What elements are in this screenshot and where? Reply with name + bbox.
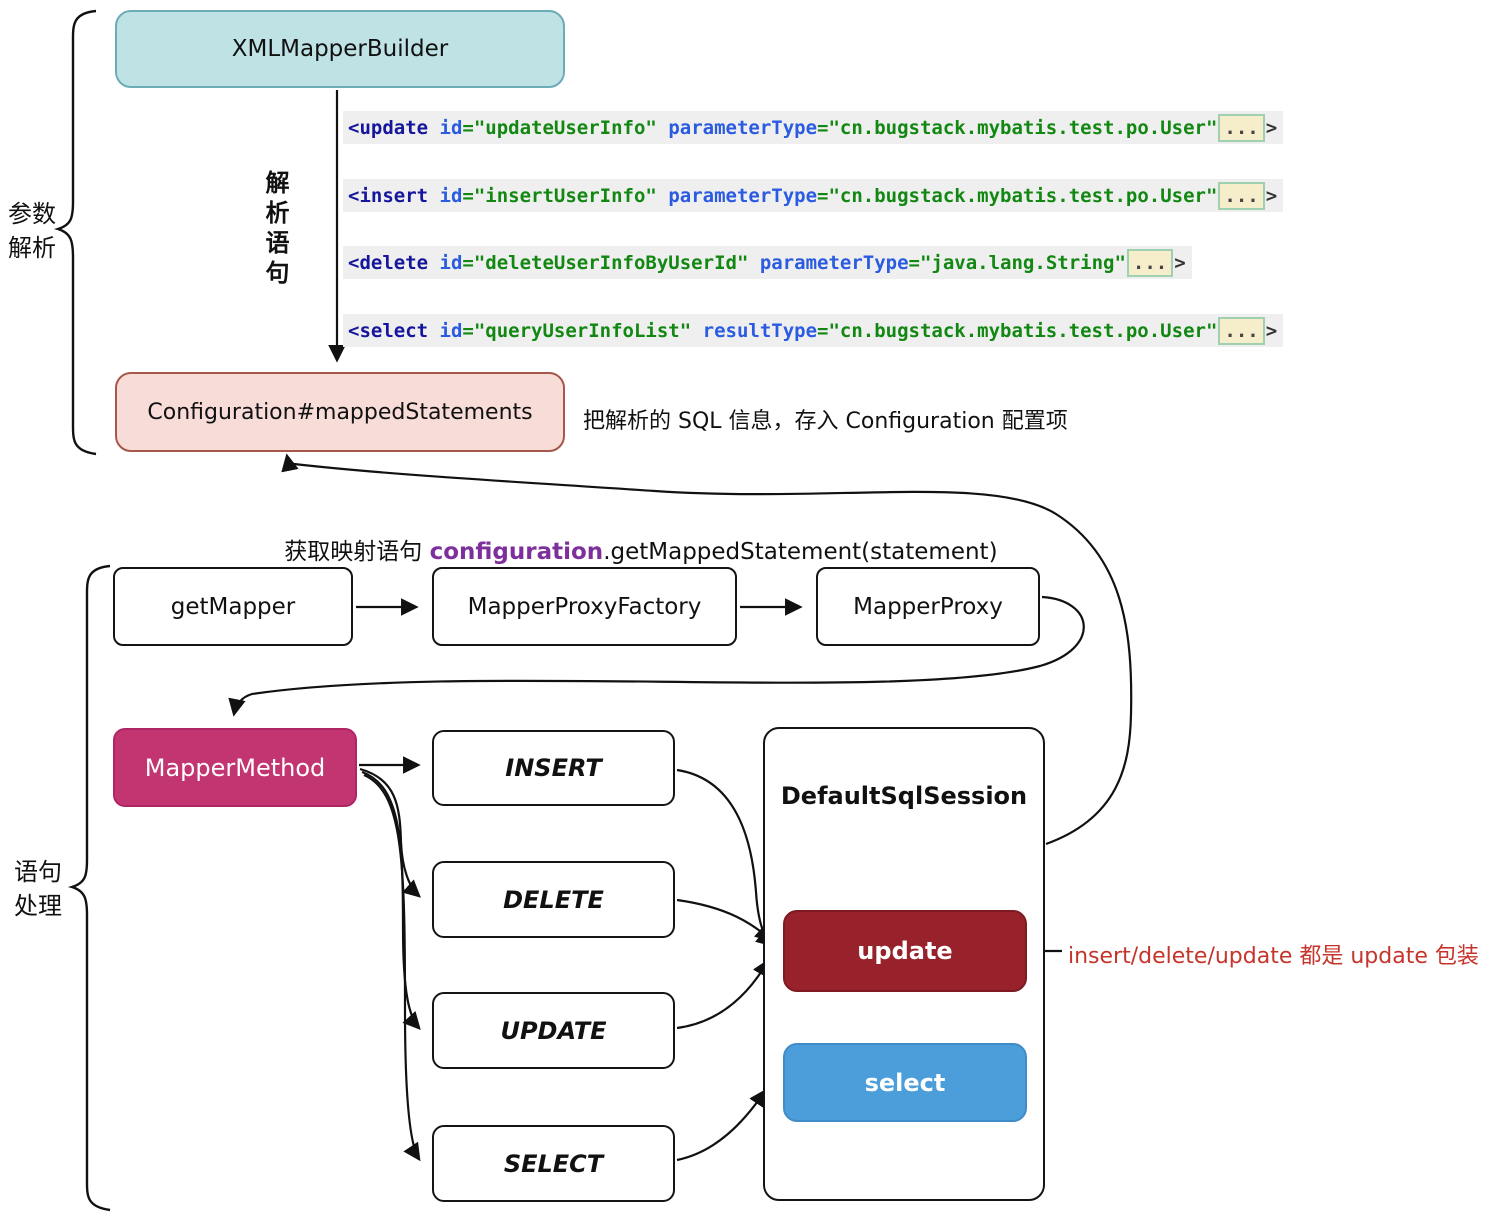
node-mappermethod: MapperMethod [113, 728, 357, 807]
annotation-configuration-keyword: configuration [429, 539, 604, 565]
collapsed-ellipsis-box: ... [1218, 181, 1265, 210]
code-attr-value: ="java.lang.String" [908, 251, 1126, 274]
node-xmlmapperbuilder: XMLMapperBuilder [115, 10, 565, 88]
xml-statement-delete: <delete id="deleteUserInfoByUserId" para… [343, 246, 1192, 279]
code-attr-name: id [439, 184, 463, 207]
code-tag: <insert [348, 184, 440, 207]
node-update-method: update [783, 910, 1027, 992]
bracket-label-line: 处理 [14, 892, 62, 920]
arrow-mappermethod-to-delete [359, 767, 421, 898]
ellipsis-dots: ... [1224, 116, 1259, 139]
code-attr-value: ="cn.bugstack.mybatis.test.po.User" [817, 184, 1218, 207]
arrow-mappermethod-to-update [361, 770, 421, 1030]
code-attr-value: ="cn.bugstack.mybatis.test.po.User" [817, 319, 1218, 342]
xml-statement-insert: <insert id="insertUserInfo" parameterTyp… [343, 179, 1284, 212]
defaultsqlsession-title: DefaultSqlSession [780, 782, 1028, 810]
node-getmapper: getMapper [113, 567, 353, 646]
collapsed-ellipsis-box: ... [1218, 113, 1265, 142]
ellipsis-dots: ... [1132, 251, 1168, 274]
code-close-bracket: > [1265, 184, 1278, 207]
collapsed-ellipsis-box: ... [1126, 248, 1174, 277]
bracket-label-line: 解析 [8, 234, 56, 262]
annotation-prefix: 获取映射语句 [284, 539, 430, 565]
code-attr-name: parameterType [668, 116, 818, 139]
xml-statement-update: <update id="updateUserInfo" parameterTyp… [343, 111, 1284, 144]
node-mapperproxy: MapperProxy [816, 567, 1040, 646]
bracket-label-line: 参数 [8, 200, 56, 228]
code-tag: <update [348, 116, 440, 139]
node-configuration-mappedstatements: Configuration#mappedStatements [115, 372, 565, 452]
code-tag: <delete [348, 251, 440, 274]
node-update-command: UPDATE [432, 992, 675, 1069]
node-select-command: SELECT [432, 1125, 675, 1202]
arrow-mappermethod-to-select [363, 773, 421, 1162]
update-wrapper-annotation: insert/delete/update 都是 update 包装 [1068, 944, 1479, 969]
node-select-method: select [783, 1043, 1027, 1122]
bracket-label-stmt-process: 语句 处理 [14, 855, 62, 923]
code-attr-value: ="queryUserInfoList" [462, 319, 703, 342]
code-attr-name: parameterType [668, 184, 818, 207]
bracket-label-line: 语句 [14, 858, 62, 886]
code-attr-value: ="insertUserInfo" [462, 184, 669, 207]
brace-param-parse [53, 9, 97, 456]
annotation-method-call: .getMappedStatement(statement) [603, 539, 998, 565]
code-attr-name: id [439, 319, 463, 342]
code-attr-name: parameterType [759, 251, 909, 274]
code-attr-value: ="cn.bugstack.mybatis.test.po.User" [817, 116, 1218, 139]
code-attr-name: id [439, 251, 463, 274]
get-mapped-statement-annotation: 获取映射语句 configuration.getMappedStatement(… [255, 506, 998, 592]
code-close-bracket: > [1174, 251, 1186, 274]
store-sql-annotation: 把解析的 SQL 信息，存入 Configuration 配置项 [583, 409, 1068, 434]
bracket-label-param-parse: 参数 解析 [8, 197, 56, 265]
node-mapperproxyfactory: MapperProxyFactory [432, 567, 737, 646]
arrow-updatecmd-to-update [676, 958, 770, 1030]
code-tag: <select [348, 319, 440, 342]
code-attr-name: resultType [702, 319, 818, 342]
code-attr-value: ="updateUserInfo" [462, 116, 669, 139]
collapsed-ellipsis-box: ... [1218, 316, 1265, 345]
arrow-selectcmd-to-select [676, 1088, 767, 1162]
ellipsis-dots: ... [1224, 319, 1259, 342]
arrow-insert-to-update [676, 768, 774, 947]
code-close-bracket: > [1265, 319, 1278, 342]
node-insert-command: INSERT [432, 730, 675, 806]
code-close-bracket: > [1265, 116, 1278, 139]
ellipsis-dots: ... [1224, 184, 1259, 207]
arrow-delete-to-update [676, 898, 773, 942]
parse-statement-vertical-label: 解析语句 [261, 170, 289, 290]
node-delete-command: DELETE [432, 861, 675, 938]
brace-stmt-process [67, 564, 111, 1212]
xml-statement-select: <select id="queryUserInfoList" resultTyp… [343, 314, 1284, 347]
code-attr-value: ="deleteUserInfoByUserId" [462, 251, 760, 274]
code-attr-name: id [439, 116, 463, 139]
